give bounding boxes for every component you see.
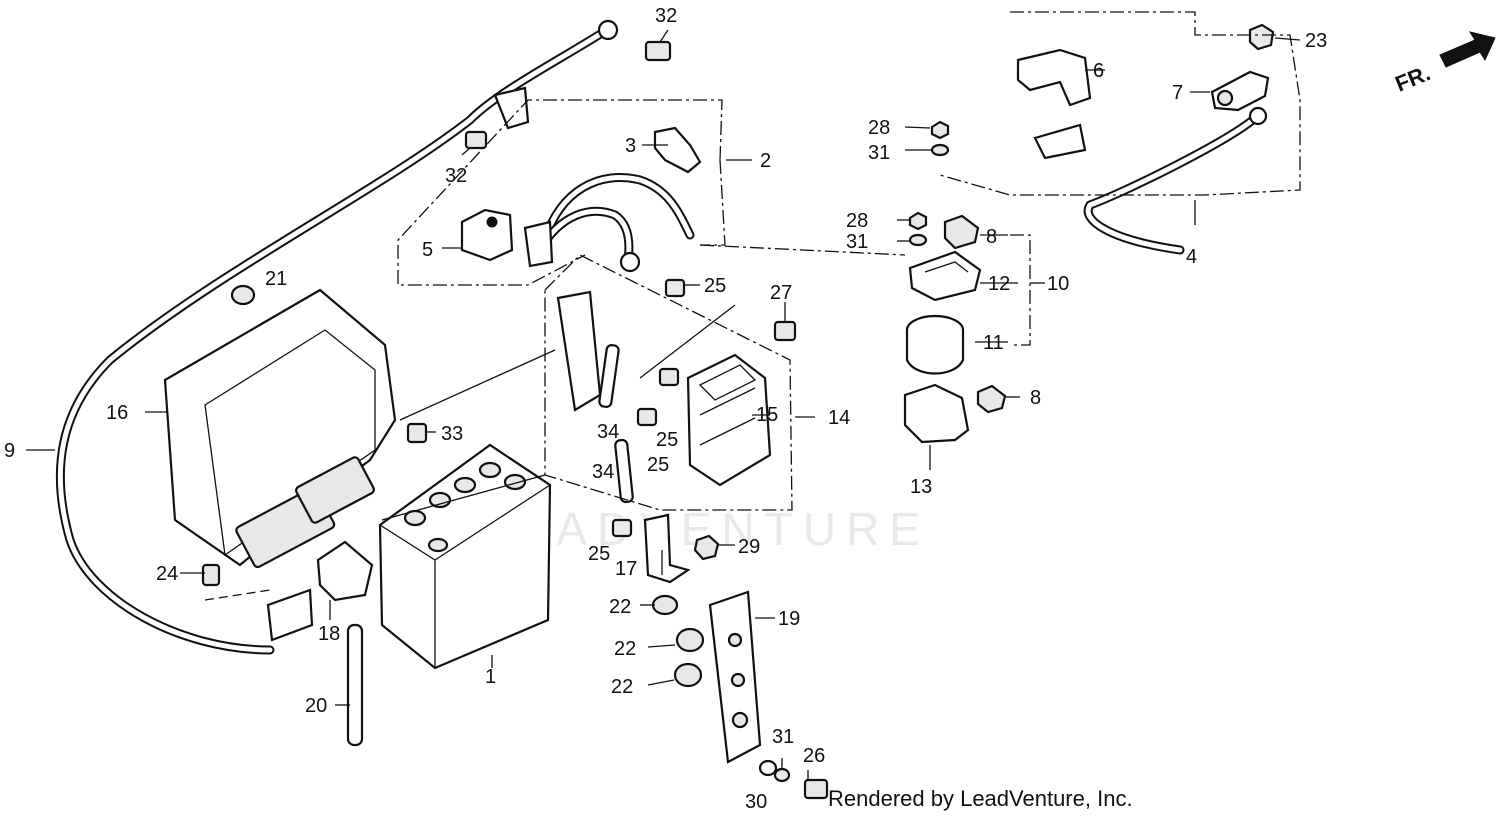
bolt-24[interactable] bbox=[201, 563, 221, 587]
callout-8-top: 8 bbox=[986, 226, 997, 248]
callout-34-b: 34 bbox=[592, 461, 614, 483]
callout-14: 14 bbox=[828, 407, 850, 429]
relay-11[interactable] bbox=[905, 314, 965, 375]
callout-31-bottom: 31 bbox=[772, 726, 794, 748]
callout-10: 10 bbox=[1047, 273, 1069, 295]
callout-9: 9 bbox=[4, 440, 15, 462]
callout-28-mid: 28 bbox=[846, 210, 868, 232]
washer-31[interactable] bbox=[773, 767, 791, 783]
callout-22-c: 22 bbox=[611, 676, 633, 698]
battery-1[interactable] bbox=[378, 443, 552, 670]
front-indicator: FR. bbox=[1392, 60, 1434, 96]
nut-29[interactable] bbox=[693, 534, 720, 561]
bolt-25-d[interactable] bbox=[611, 518, 633, 538]
cable-set-2[interactable] bbox=[523, 173, 695, 273]
bolt-25-b[interactable] bbox=[658, 367, 680, 387]
callout-25-b: 25 bbox=[656, 429, 678, 451]
plate-19[interactable] bbox=[708, 590, 762, 764]
callout-16: 16 bbox=[106, 402, 128, 424]
callout-7: 7 bbox=[1172, 82, 1183, 104]
bolt-25-c[interactable] bbox=[636, 407, 658, 427]
callout-6: 6 bbox=[1093, 60, 1104, 82]
callout-19: 19 bbox=[778, 608, 800, 630]
callout-2: 2 bbox=[760, 150, 771, 172]
bracket-14[interactable] bbox=[556, 290, 602, 412]
callout-11: 11 bbox=[983, 332, 1004, 354]
callout-32-top: 32 bbox=[655, 5, 677, 27]
terminal-8-top[interactable] bbox=[943, 214, 980, 250]
callout-34-a: 34 bbox=[597, 421, 619, 443]
bolt-25-a[interactable] bbox=[664, 278, 686, 298]
callout-29: 29 bbox=[738, 536, 760, 558]
rod-20[interactable] bbox=[346, 623, 364, 747]
bolt-26[interactable] bbox=[803, 778, 829, 800]
terminal-cover-3[interactable] bbox=[653, 126, 702, 174]
callout-23: 23 bbox=[1305, 30, 1327, 52]
callout-8-bottom: 8 bbox=[1030, 387, 1041, 409]
callout-4: 4 bbox=[1186, 246, 1197, 268]
rubber-22-a[interactable] bbox=[651, 594, 679, 616]
rubber-22-b[interactable] bbox=[675, 627, 705, 653]
cable-9[interactable] bbox=[55, 19, 619, 655]
callout-26: 26 bbox=[803, 745, 825, 767]
callout-22-a: 22 bbox=[609, 596, 631, 618]
callout-25-c: 25 bbox=[647, 454, 669, 476]
bracket-17[interactable] bbox=[643, 513, 691, 584]
link-34-lower[interactable] bbox=[614, 438, 634, 504]
bolt-33[interactable] bbox=[406, 422, 428, 444]
rubber-22-c[interactable] bbox=[673, 662, 703, 688]
front-arrow-icon bbox=[1439, 31, 1496, 68]
grommet-21[interactable] bbox=[230, 284, 256, 306]
callout-31-top: 31 bbox=[868, 142, 890, 164]
callout-5: 5 bbox=[422, 239, 433, 261]
bolt-32-top[interactable] bbox=[644, 40, 672, 62]
callout-13: 13 bbox=[910, 476, 932, 498]
holder-18[interactable] bbox=[316, 540, 374, 602]
nut-28-mid[interactable] bbox=[908, 211, 928, 231]
battery-case-16[interactable] bbox=[163, 288, 397, 569]
cover-7[interactable] bbox=[1210, 70, 1270, 112]
callout-labels: 1 2 3 4 5 6 7 8 8 9 10 11 12 13 14 15 16… bbox=[4, 5, 1327, 813]
rubber-13[interactable] bbox=[903, 383, 970, 444]
bolt-32-mid[interactable] bbox=[464, 130, 488, 150]
callout-32-mid: 32 bbox=[445, 165, 467, 187]
callout-33: 33 bbox=[441, 423, 463, 445]
credit-text: Rendered by LeadVenture, Inc. bbox=[828, 786, 1133, 811]
fuse-box-15[interactable] bbox=[686, 353, 772, 487]
callout-17: 17 bbox=[615, 558, 637, 580]
callout-20: 20 bbox=[305, 695, 327, 717]
callout-30: 30 bbox=[745, 791, 767, 813]
callout-18: 18 bbox=[318, 623, 340, 645]
terminal-8-bottom[interactable] bbox=[976, 384, 1007, 414]
link-34-upper[interactable] bbox=[598, 344, 620, 408]
callout-31-mid: 31 bbox=[846, 231, 868, 253]
terminal-cover-5[interactable] bbox=[460, 208, 514, 262]
callout-21: 21 bbox=[265, 268, 287, 290]
callout-1: 1 bbox=[485, 666, 496, 688]
callout-12: 12 bbox=[988, 273, 1010, 295]
nut-23[interactable] bbox=[1248, 23, 1275, 51]
callout-24: 24 bbox=[156, 563, 178, 585]
callout-15: 15 bbox=[756, 404, 778, 426]
bolt-27[interactable] bbox=[773, 320, 797, 342]
callout-25-a: 25 bbox=[704, 275, 726, 297]
callout-25-d: 25 bbox=[588, 543, 610, 565]
callout-22-b: 22 bbox=[614, 638, 636, 660]
callout-27: 27 bbox=[770, 282, 792, 304]
callout-3: 3 bbox=[625, 135, 636, 157]
leader-lines bbox=[26, 11, 1301, 780]
cable-4[interactable] bbox=[1033, 106, 1268, 255]
callout-28-top: 28 bbox=[868, 117, 890, 139]
washer-31-top[interactable] bbox=[930, 143, 950, 157]
washer-31-mid[interactable] bbox=[908, 233, 928, 247]
nut-28-top[interactable] bbox=[930, 120, 950, 140]
washer-30[interactable] bbox=[758, 759, 778, 777]
cover-6[interactable] bbox=[1016, 48, 1092, 107]
switch-cover-12[interactable] bbox=[908, 250, 982, 302]
